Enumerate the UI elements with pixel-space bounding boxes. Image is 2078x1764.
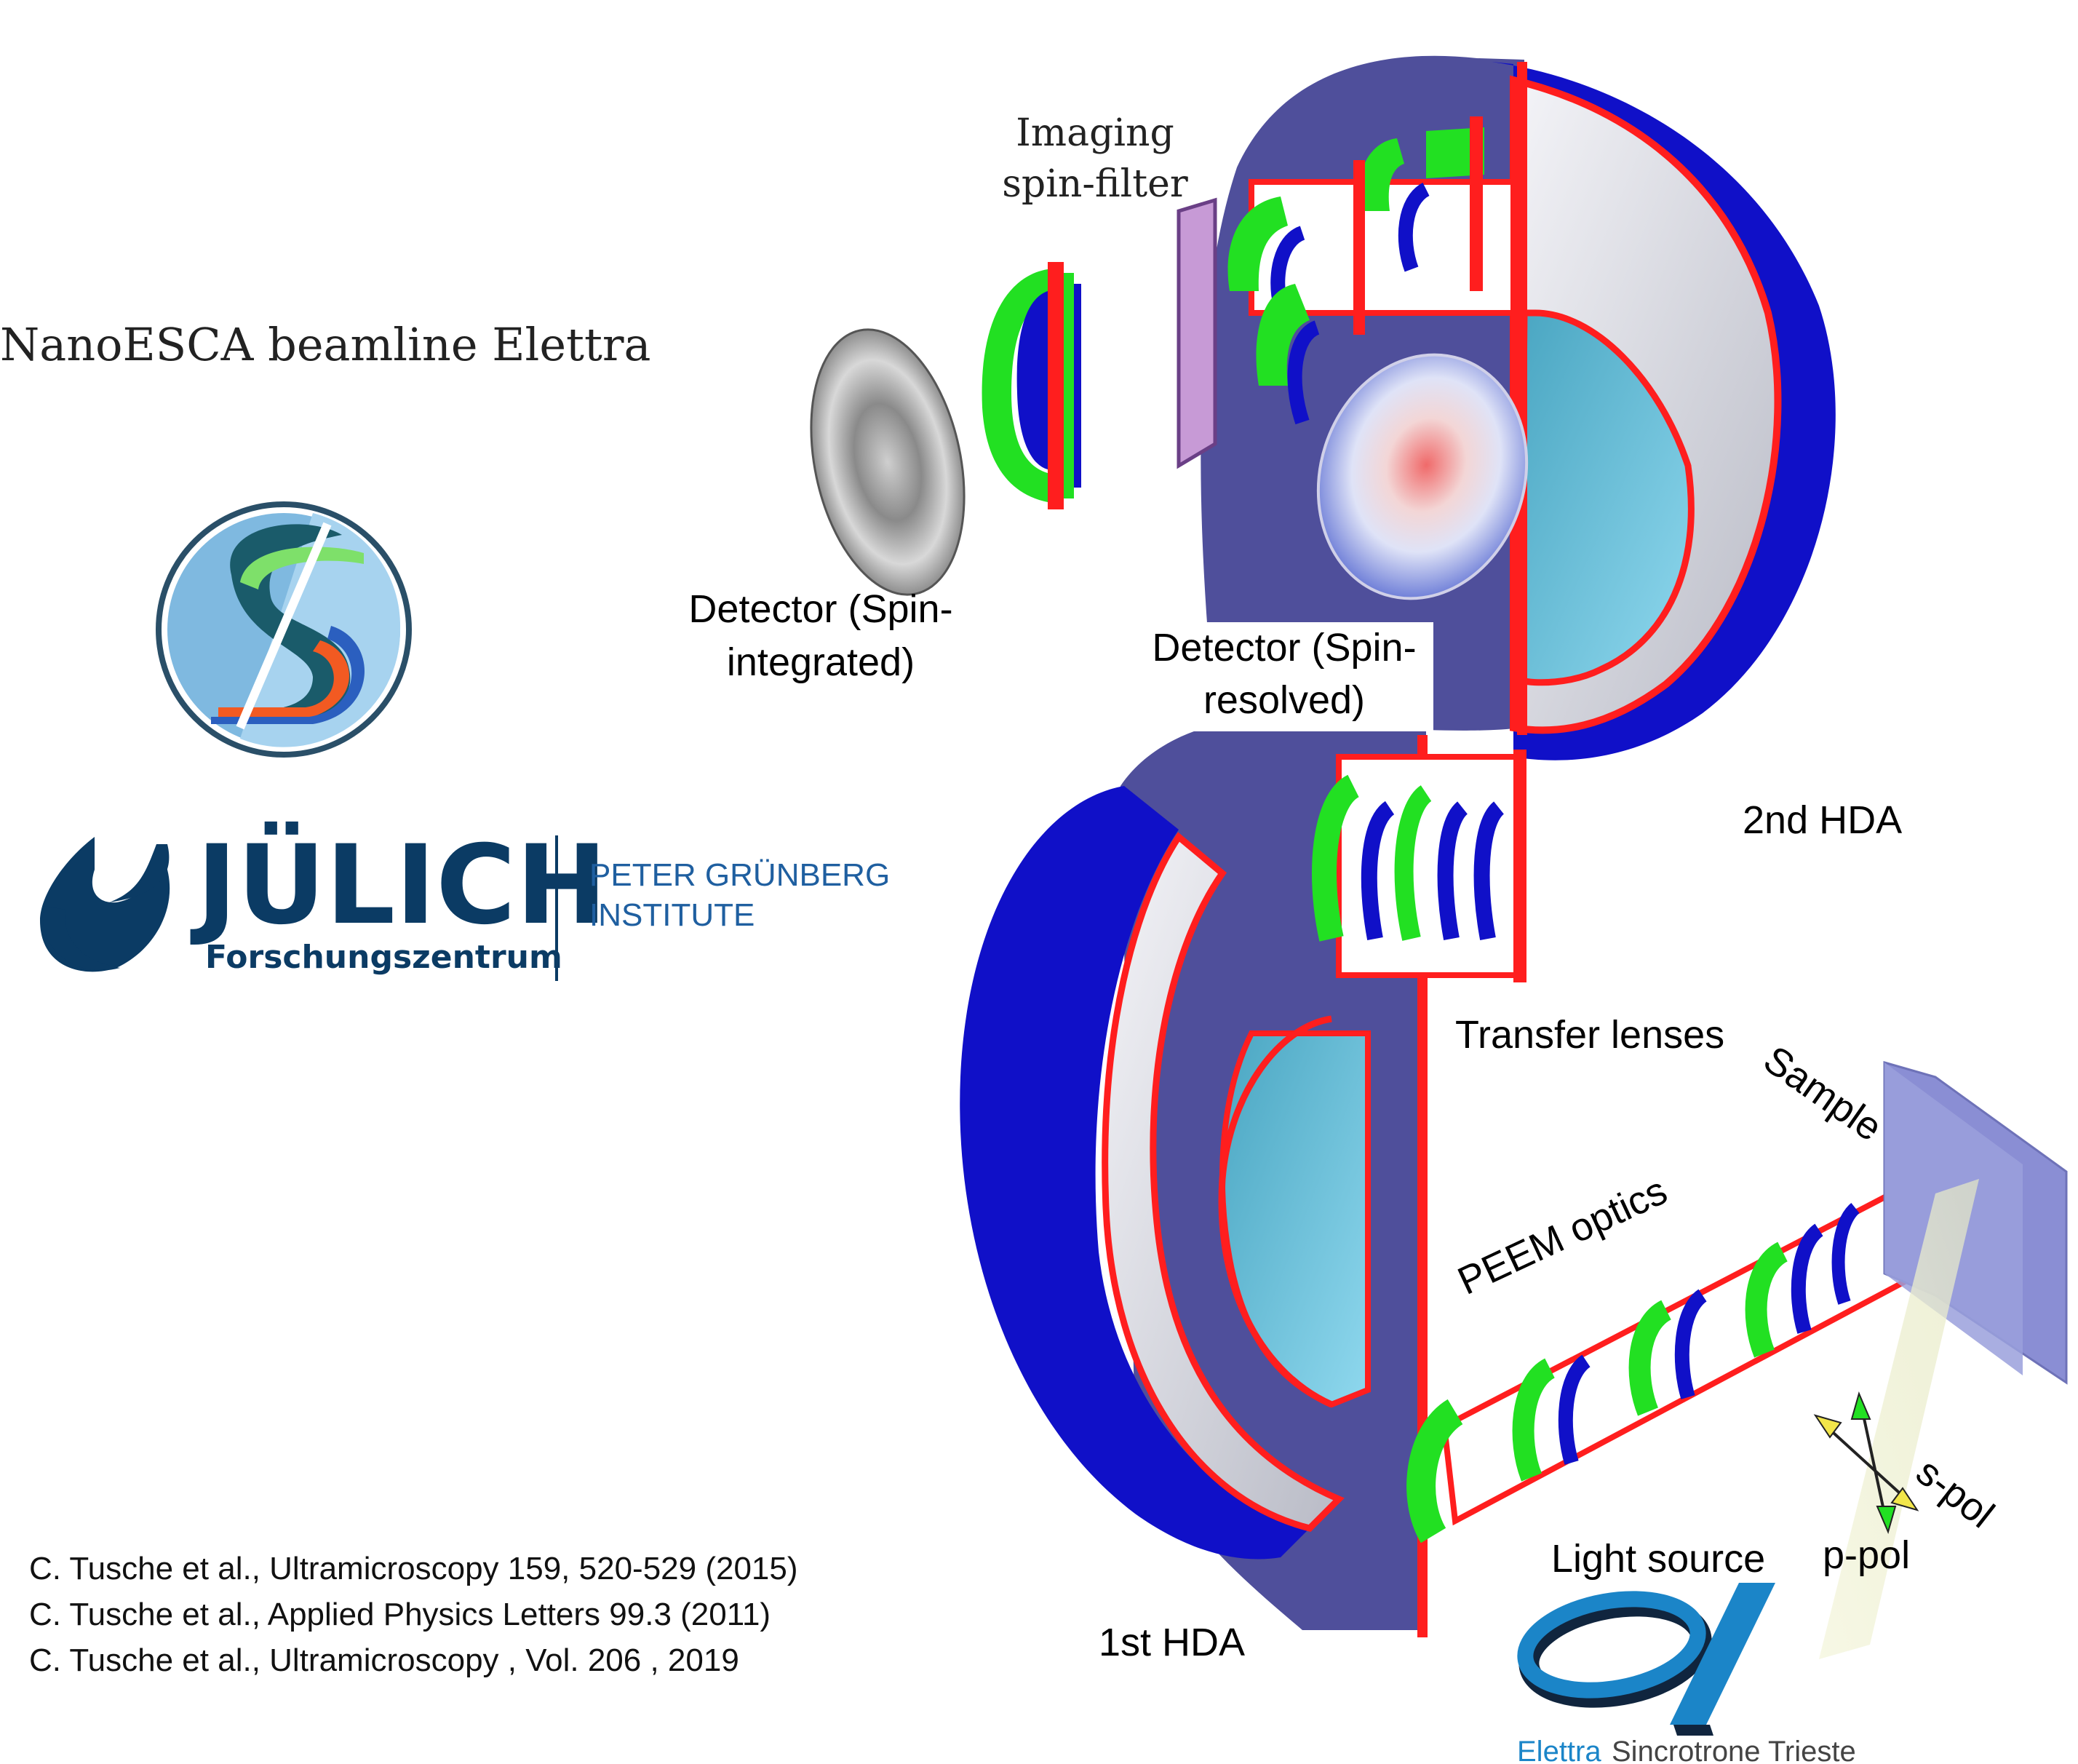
label-detector-resolved-line2: resolved) [1203,678,1365,722]
label-transfer-lenses: Transfer lenses [1455,1013,1724,1057]
page-title: NanoESCA beamline Elettra [0,318,650,371]
label-peem-optics: PEEM optics [1452,1169,1674,1303]
label-imaging-line1: Imaging [1016,111,1174,155]
references: C. Tusche et al., Ultramicroscopy 159, 5… [29,1551,798,1678]
julich-subtitle: Forschungszentrum [205,939,562,976]
elettra-rest: Sincrotrone Trieste [1612,1736,1856,1764]
label-sample: Sample [1756,1038,1890,1150]
reference-2: C. Tusche et al., Applied Physics Letter… [29,1597,771,1632]
label-detector-integrated-line1: Detector (Spin- [688,587,952,631]
julich-logo: JÜLICH Forschungszentrum PETER GRÜNBERG … [40,821,890,981]
label-p-pol: p-pol [1823,1533,1910,1577]
label-detector-integrated-line2: integrated) [727,640,915,684]
reference-3: C. Tusche et al., Ultramicroscopy , Vol.… [29,1642,739,1678]
label-light-source: Light source [1551,1537,1765,1581]
detector-lens-element [982,262,1081,509]
elettra-word: Elettra [1517,1736,1601,1764]
detector-spin-integrated-disk [789,315,987,608]
pgi-spin-logo [159,504,409,755]
label-hda1: 1st HDA [1099,1621,1245,1664]
label-s-pol: s-pol [1908,1450,2002,1536]
label-hda2: 2nd HDA [1743,798,1902,842]
elettra-logo: Elettra Sincrotrone Trieste [1517,1583,1856,1764]
julich-wordmark: JÜLICH [190,821,608,949]
reference-1: C. Tusche et al., Ultramicroscopy 159, 5… [29,1551,798,1586]
label-detector-resolved-line1: Detector (Spin- [1152,626,1416,670]
pgi-name-line2: INSTITUTE [589,897,755,933]
transfer-lens-stack [1324,750,1526,982]
label-imaging-line2: spin-filter [1002,162,1188,206]
imaging-spin-filter-plate [1179,200,1215,466]
pgi-name-line1: PETER GRÜNBERG [589,857,890,893]
